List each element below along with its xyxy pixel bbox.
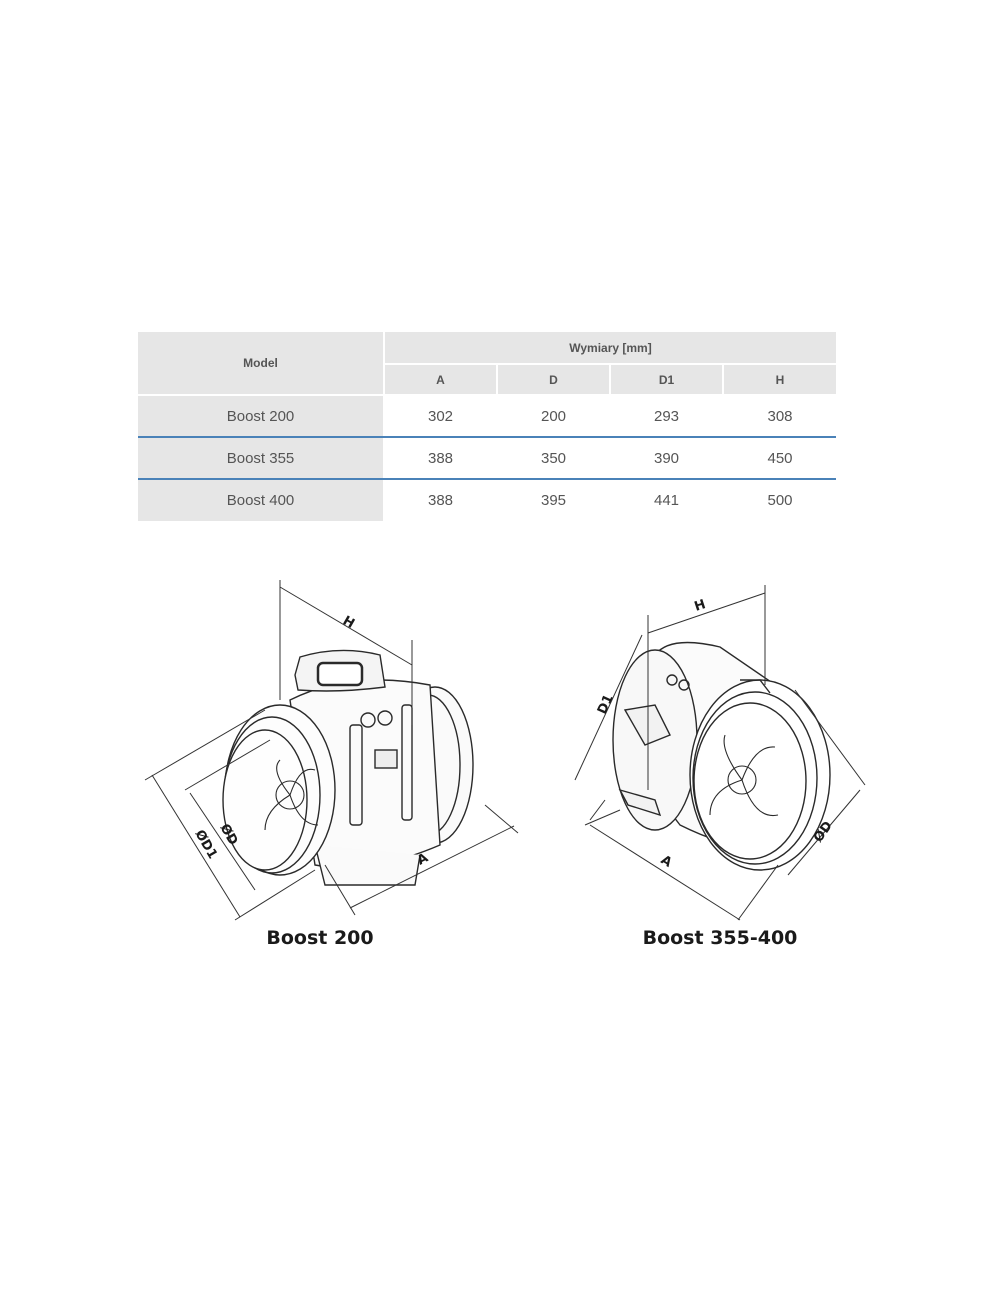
dimension-label-h: H — [340, 613, 357, 631]
column-header-d1: D1 — [611, 365, 722, 394]
column-header-h: H — [724, 365, 836, 394]
figure-caption: Boost 200 — [266, 927, 374, 949]
dimensions-group-header: Wymiary [mm] — [385, 332, 836, 363]
table-cell-d1: 441 — [611, 480, 722, 521]
row-separator — [138, 436, 836, 438]
table-cell-h: 308 — [724, 396, 836, 436]
dimension-label-h: H — [693, 597, 708, 615]
table-cell-a: 388 — [385, 438, 496, 478]
dimension-label-a: A — [658, 853, 674, 871]
dimension-label-d1: D1 — [595, 692, 617, 716]
column-header-a: A — [385, 365, 496, 394]
boost-200-drawing: H A ØD1 ØD Boost 200 — [140, 575, 540, 949]
column-header-d: D — [498, 365, 609, 394]
table-cell-a: 388 — [385, 480, 496, 521]
table-cell-d1: 390 — [611, 438, 722, 478]
boost-355-400-fan-illustration: H D1 A ØD — [574, 585, 866, 921]
figure-caption: Boost 355-400 — [642, 927, 798, 949]
row-separator — [138, 478, 836, 480]
dimensions-table: Model Wymiary [mm] A D D1 H Boost 200 30… — [138, 332, 836, 521]
table-row-model: Boost 400 — [138, 480, 383, 521]
table-cell-d: 200 — [498, 396, 609, 436]
table-row-model: Boost 200 — [138, 396, 383, 436]
table-row-model: Boost 355 — [138, 438, 383, 478]
table-cell-a: 302 — [385, 396, 496, 436]
dimension-label-d1: ØD1 — [192, 828, 220, 862]
table-cell-d: 350 — [498, 438, 609, 478]
boost-200-fan-illustration: H A ØD1 ØD — [144, 580, 519, 921]
model-header: Model — [138, 332, 383, 394]
table-cell-h: 500 — [724, 480, 836, 521]
table-cell-h: 450 — [724, 438, 836, 478]
boost-355-400-drawing: H D1 A ØD Boost 355-400 — [560, 575, 890, 949]
table-cell-d: 395 — [498, 480, 609, 521]
table-cell-d1: 293 — [611, 396, 722, 436]
